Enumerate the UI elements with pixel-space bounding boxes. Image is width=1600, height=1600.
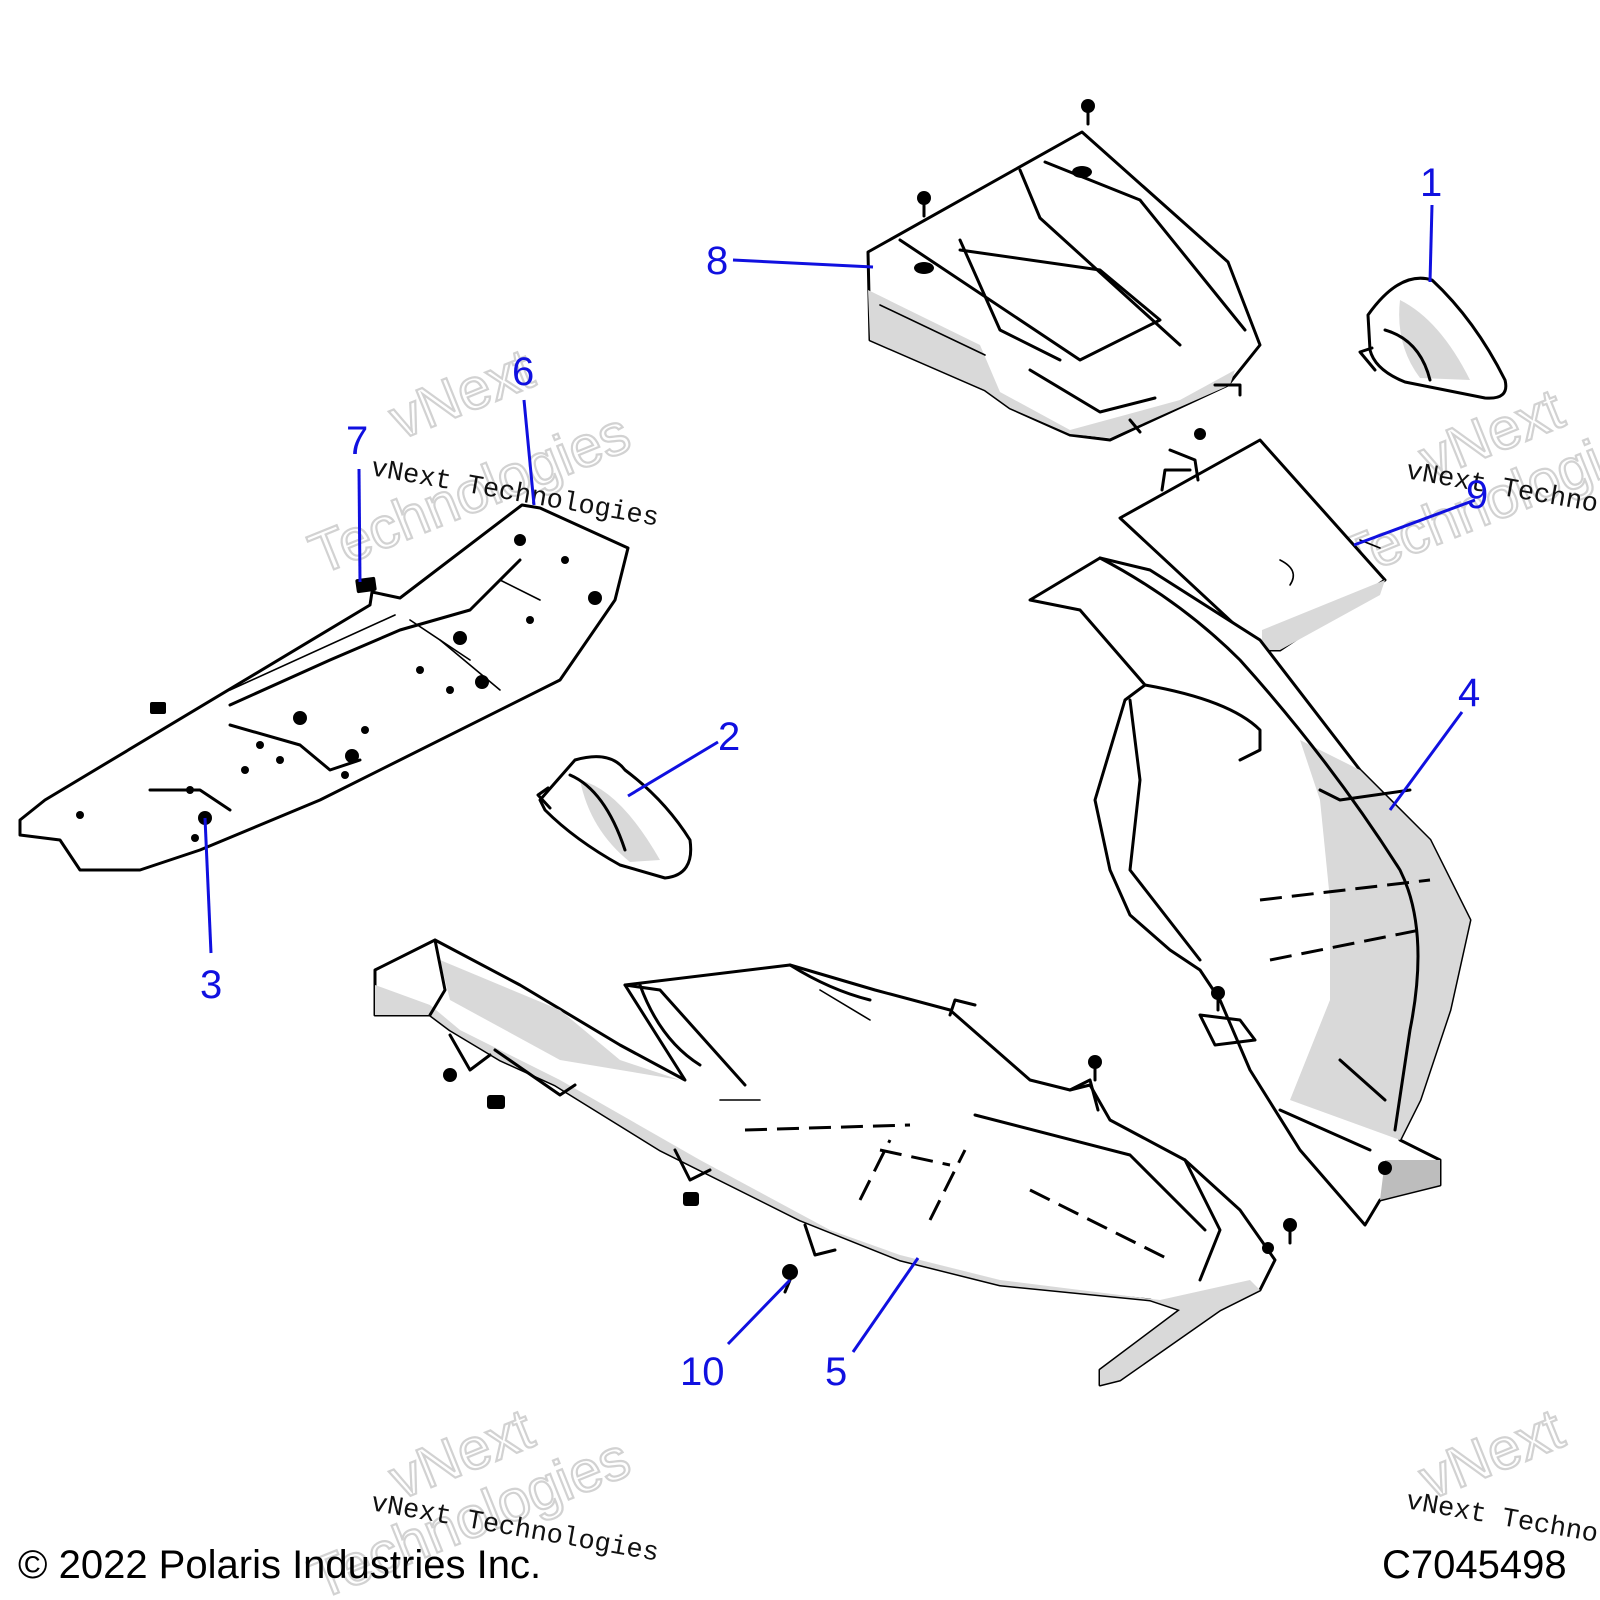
- copyright-text: © 2022 Polaris Industries Inc.: [18, 1543, 541, 1587]
- callout-2: 2: [718, 715, 740, 759]
- callout-9: 9: [1466, 473, 1488, 517]
- leader-4: [1388, 711, 1464, 811]
- callout-7: 7: [346, 419, 368, 463]
- part-5-lower-fairing: [373, 938, 1297, 1387]
- leader-6: [522, 399, 536, 506]
- callout-1: 1: [1420, 161, 1442, 205]
- leader-5: [851, 1257, 920, 1353]
- part-1-scoop: [1358, 276, 1508, 400]
- part-6-front-panel: [18, 503, 630, 872]
- callout-4: 4: [1458, 671, 1480, 715]
- callout-6: 6: [512, 350, 534, 394]
- leader-7: [357, 468, 362, 583]
- leader-10: [726, 1278, 792, 1346]
- leader-9: [1353, 498, 1476, 547]
- leader-2: [627, 740, 719, 798]
- callout-labels: 1 2 3 4 5 6 7 8 9 10: [200, 161, 1488, 1394]
- watermark-bottom-right: vNext vNext Technologies: [1403, 1395, 1600, 1567]
- leader-8: [732, 258, 874, 269]
- callout-leaders: [203, 204, 1476, 1353]
- drawing-id: C7045498: [1382, 1543, 1567, 1587]
- part-4-right-fairing: [1028, 556, 1472, 1227]
- callout-3: 3: [200, 963, 222, 1007]
- leader-3: [203, 817, 213, 954]
- part-8-upper-hood: [866, 99, 1262, 442]
- leader-1: [1428, 204, 1434, 283]
- callout-8: 8: [706, 239, 728, 283]
- part-2-small-scoop: [536, 755, 693, 880]
- callout-10: 10: [680, 1350, 725, 1394]
- callout-5: 5: [825, 1350, 847, 1394]
